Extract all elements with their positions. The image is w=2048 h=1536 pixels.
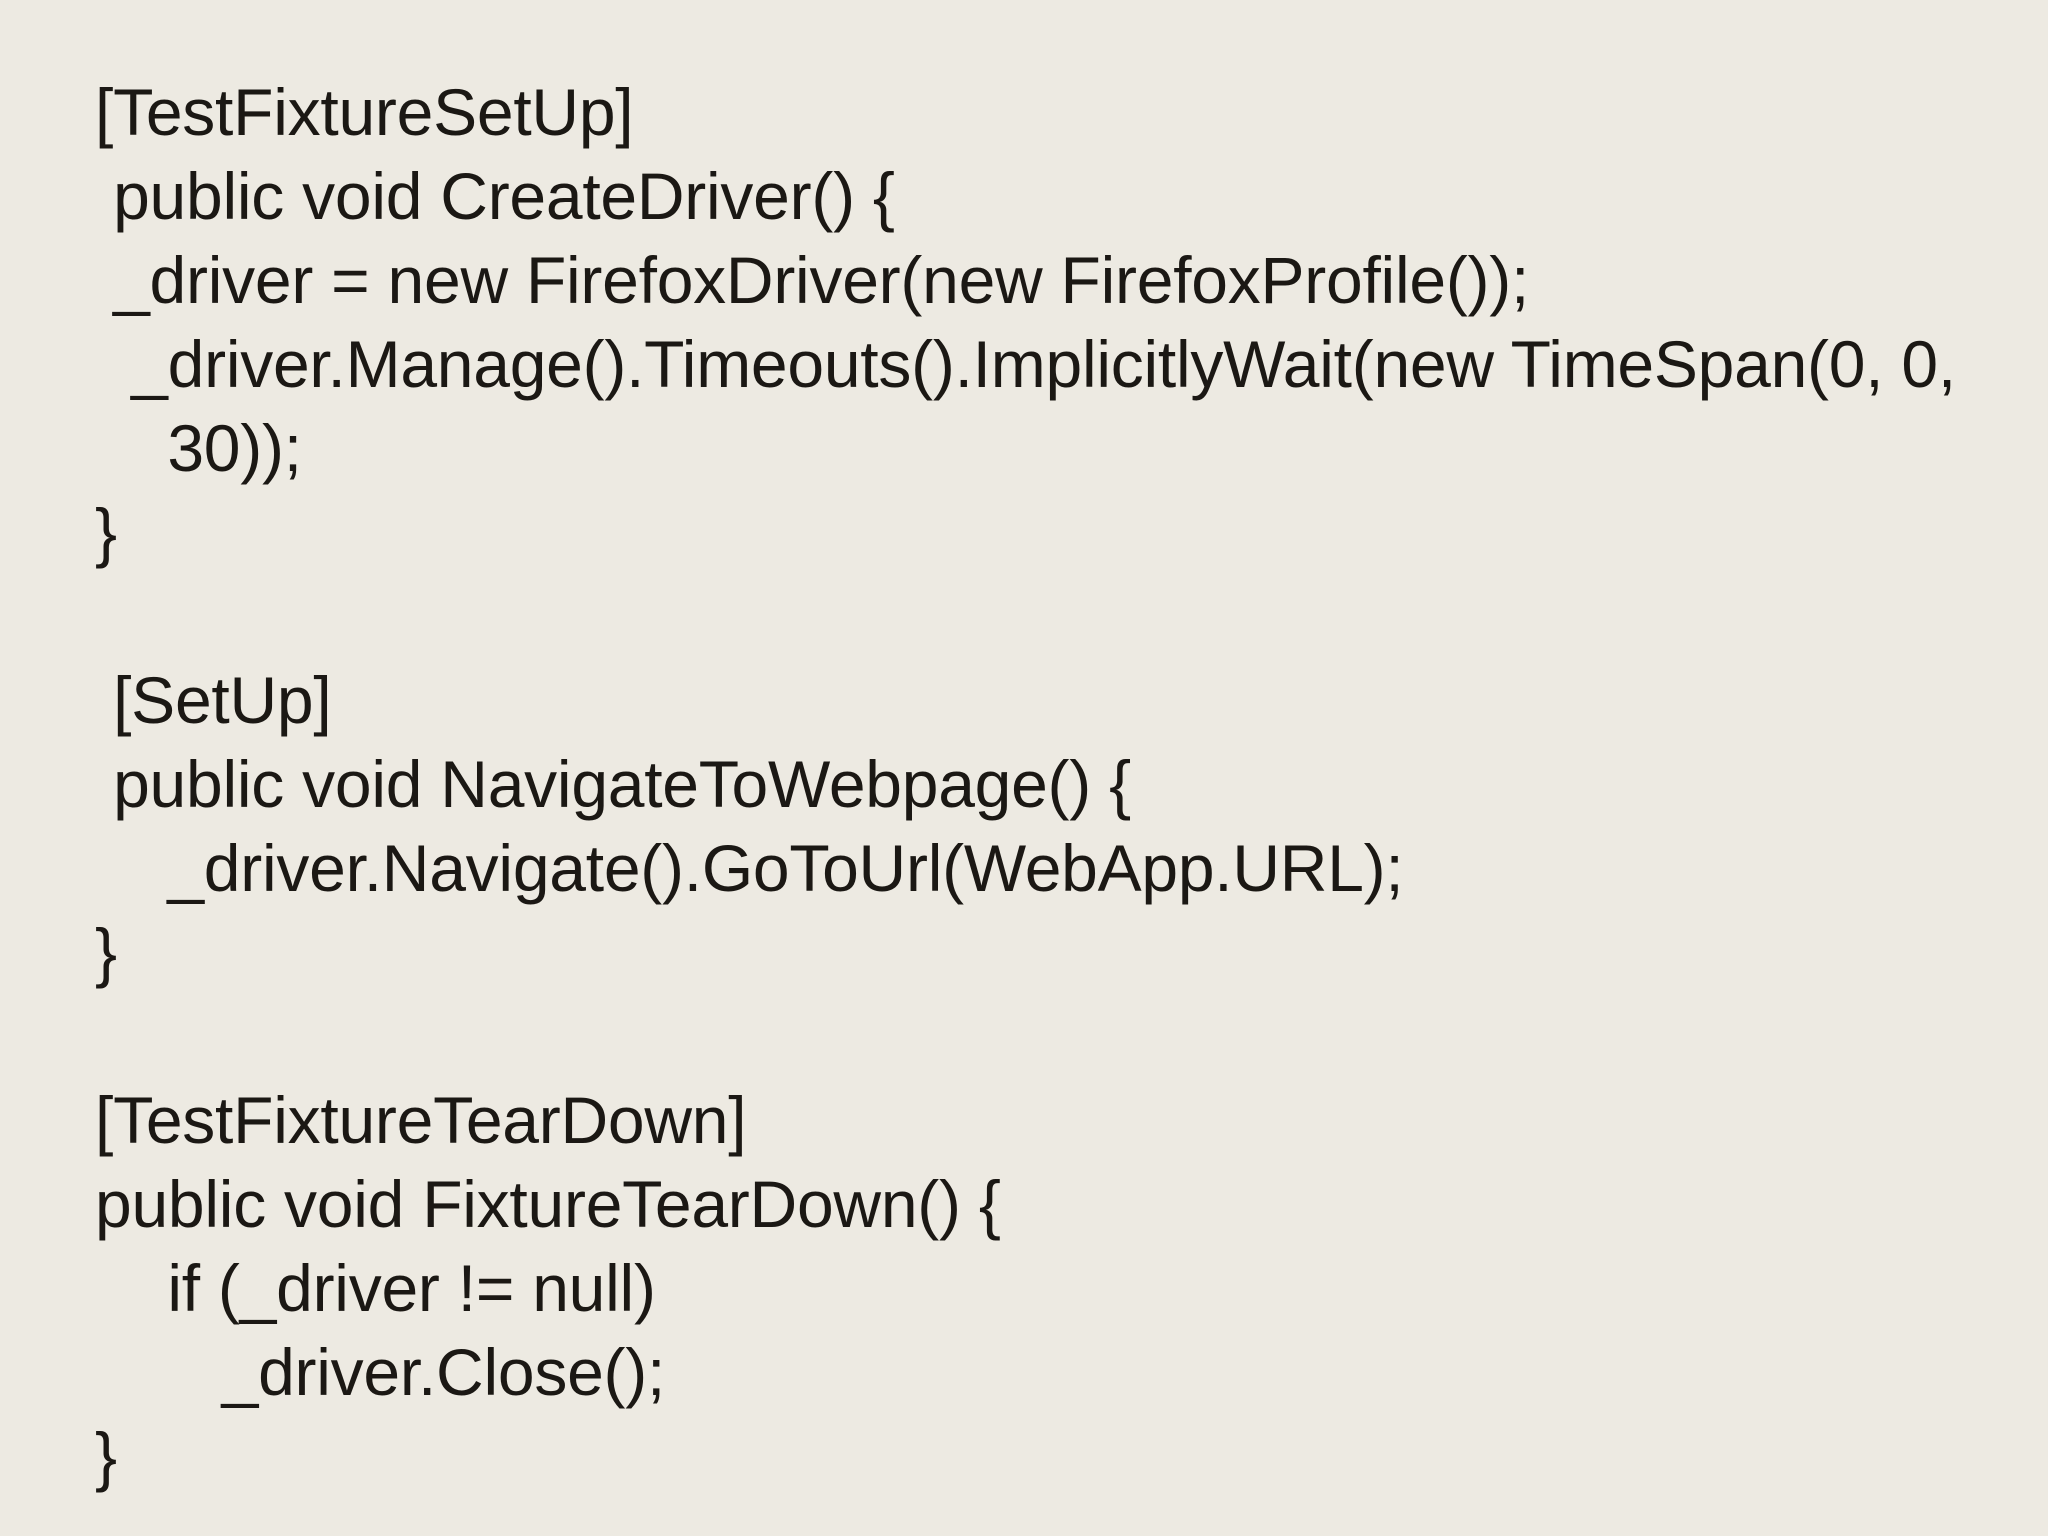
- code-line: if (_driver != null): [95, 1251, 656, 1325]
- code-line: }: [95, 915, 117, 989]
- code-line: _driver = new FirefoxDriver(new FirefoxP…: [95, 243, 1530, 317]
- code-line: }: [95, 1419, 117, 1493]
- code-line-blank: [95, 994, 2028, 1078]
- code-line: [SetUp]: [95, 663, 332, 737]
- code-line: [TestFixtureTearDown]: [95, 1083, 747, 1157]
- code-line: 30));: [95, 411, 302, 485]
- code-line: public void FixtureTearDown() {: [95, 1167, 1001, 1241]
- code-line: }: [95, 495, 117, 569]
- code-line: _driver.Close();: [95, 1335, 666, 1409]
- code-line: _driver.Manage().Timeouts().ImplicitlyWa…: [95, 327, 1956, 401]
- code-line: public void NavigateToWebpage() {: [95, 747, 1131, 821]
- code-line: [TestFixtureSetUp]: [95, 75, 634, 149]
- code-line: _driver.Navigate().GoToUrl(WebApp.URL);: [95, 831, 1404, 905]
- code-line: public void CreateDriver() {: [95, 159, 895, 233]
- code-line-blank: [95, 574, 2028, 658]
